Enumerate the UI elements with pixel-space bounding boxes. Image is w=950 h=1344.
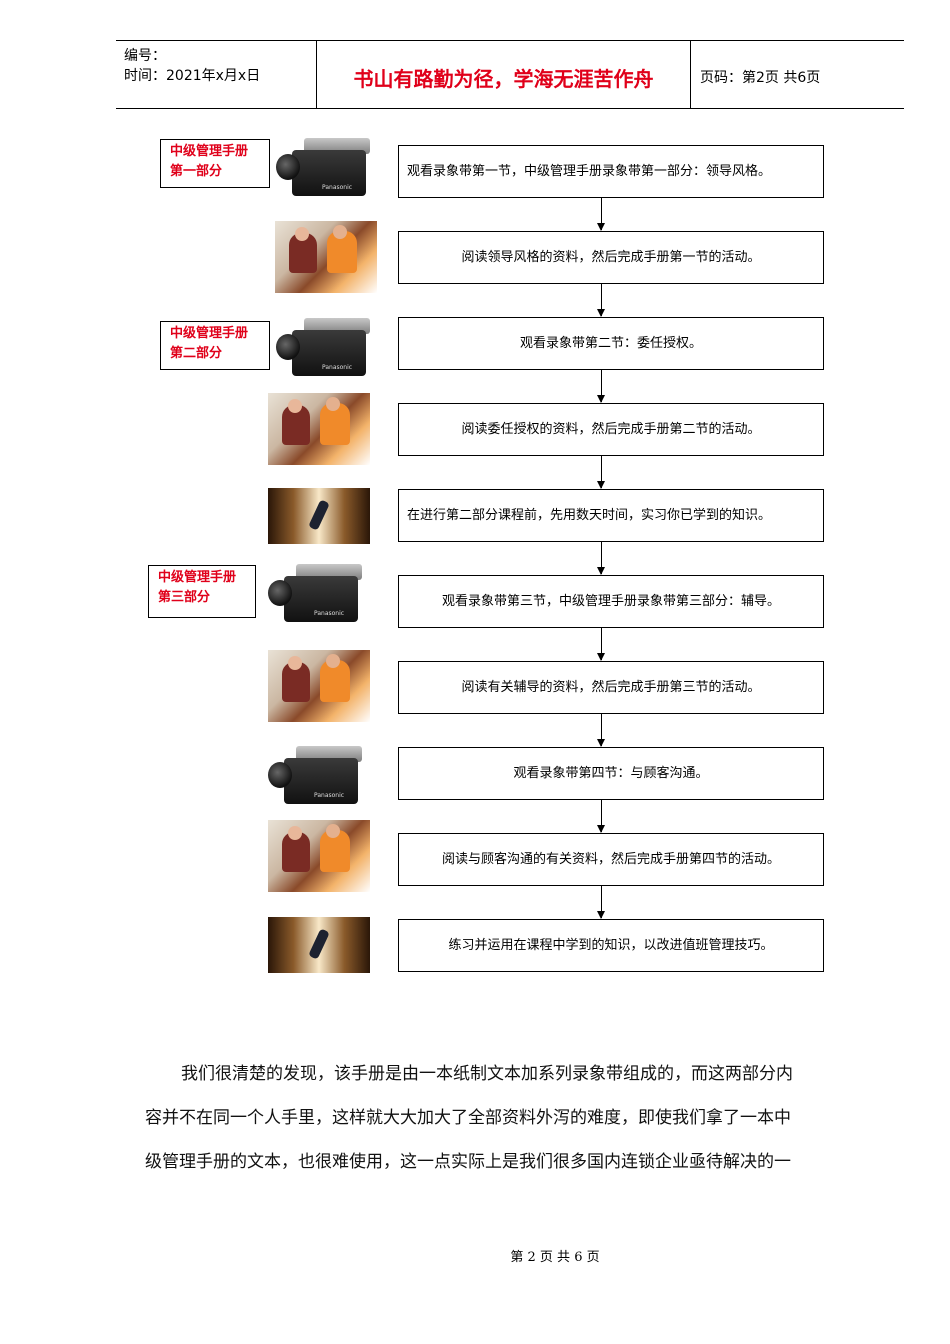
- step-text: 阅读领导风格的资料，然后完成手册第一节的活动。: [407, 246, 815, 265]
- flow-arrow: [601, 370, 602, 402]
- motto: 书山有路勤为径，学海无涯苦作舟: [317, 63, 690, 92]
- camcorder-image: Panasonic: [266, 562, 370, 626]
- flow-step-8: 观看录象带第四节：与顾客沟通。: [398, 747, 824, 800]
- flow-step-7: 阅读有关辅导的资料，然后完成手册第三节的活动。: [398, 661, 824, 714]
- paragraph-line-3: 级管理手册的文本，也很难使用，这一点实际上是我们很多国内连锁企业亟待解决的一: [145, 1140, 875, 1184]
- part-label-1: 中级管理手册 第一部分: [160, 139, 270, 188]
- page-footer: 第 2 页 共 6 页: [0, 1246, 950, 1265]
- flow-step-1: 观看录象带第一节，中级管理手册录象带第一部分：领导风格。: [398, 145, 824, 198]
- flow-arrow: [601, 800, 602, 832]
- flow-step-9: 阅读与顾客沟通的有关资料，然后完成手册第四节的活动。: [398, 833, 824, 886]
- part-label-line2: 第三部分: [158, 588, 246, 608]
- flow-arrow: [601, 198, 602, 230]
- flow-arrow: [601, 456, 602, 488]
- header-meta-cell: 编号： 时间：2021年x月x日: [116, 41, 316, 108]
- part-label-2: 中级管理手册 第二部分: [160, 321, 270, 370]
- reading-photo: [268, 393, 370, 465]
- step-text: 阅读委任授权的资料，然后完成手册第二节的活动。: [407, 418, 815, 437]
- page-number-label: 页码：第2页 共6页: [700, 67, 820, 87]
- part-label-line1: 中级管理手册: [170, 324, 260, 344]
- flow-step-6: 观看录象带第三节，中级管理手册录象带第三部分：辅导。: [398, 575, 824, 628]
- reading-photo: [268, 820, 370, 892]
- header-motto-cell: 书山有路勤为径，学海无涯苦作舟: [316, 41, 691, 108]
- part-label-line2: 第一部分: [170, 162, 260, 182]
- flow-arrow: [601, 284, 602, 316]
- flow-arrow: [601, 628, 602, 660]
- header-page-cell: 页码：第2页 共6页: [690, 41, 904, 108]
- part-label-line2: 第二部分: [170, 344, 260, 364]
- step-text: 在进行第二部分课程前，先用数天时间，实习你已学到的知识。: [407, 504, 815, 523]
- step-text: 观看录象带第三节，中级管理手册录象带第三部分：辅导。: [407, 590, 815, 609]
- camcorder-image: Panasonic: [274, 136, 378, 200]
- camcorder-image: Panasonic: [274, 316, 378, 380]
- step-text: 观看录象带第二节：委任授权。: [407, 332, 815, 351]
- flow-step-10: 练习并运用在课程中学到的知识，以改进值班管理技巧。: [398, 919, 824, 972]
- flow-step-2: 阅读领导风格的资料，然后完成手册第一节的活动。: [398, 231, 824, 284]
- step-text: 观看录象带第四节：与顾客沟通。: [407, 762, 815, 781]
- camera-brand: Panasonic: [322, 364, 352, 371]
- step-text: 阅读有关辅导的资料，然后完成手册第三节的活动。: [407, 676, 815, 695]
- step-text: 观看录象带第一节，中级管理手册录象带第一部分：领导风格。: [407, 160, 815, 179]
- flow-step-3: 观看录象带第二节：委任授权。: [398, 317, 824, 370]
- flow-arrow: [601, 542, 602, 574]
- time-label: 时间：2021年x月x日: [124, 65, 260, 85]
- reading-photo: [268, 650, 370, 722]
- flow-step-5: 在进行第二部分课程前，先用数天时间，实习你已学到的知识。: [398, 489, 824, 542]
- step-text: 练习并运用在课程中学到的知识，以改进值班管理技巧。: [407, 934, 815, 953]
- page-header: 编号： 时间：2021年x月x日 书山有路勤为径，学海无涯苦作舟 页码：第2页 …: [116, 40, 904, 109]
- body-paragraph: 我们很清楚的发现，该手册是由一本纸制文本加系列录象带组成的，而这两部分内 容并不…: [145, 1052, 875, 1184]
- flow-step-4: 阅读委任授权的资料，然后完成手册第二节的活动。: [398, 403, 824, 456]
- camera-brand: Panasonic: [314, 792, 344, 799]
- camera-brand: Panasonic: [322, 184, 352, 191]
- camera-brand: Panasonic: [314, 610, 344, 617]
- practice-image: [268, 917, 370, 973]
- reading-photo: [275, 221, 377, 293]
- number-label: 编号：: [124, 45, 166, 65]
- part-label-3: 中级管理手册 第三部分: [148, 565, 256, 618]
- step-text: 阅读与顾客沟通的有关资料，然后完成手册第四节的活动。: [407, 848, 815, 867]
- flow-arrow: [601, 714, 602, 746]
- flow-arrow: [601, 886, 602, 918]
- paragraph-line-2: 容并不在同一个人手里，这样就大大加大了全部资料外泻的难度，即使我们拿了一本中: [145, 1096, 875, 1140]
- camcorder-image: Panasonic: [266, 744, 370, 808]
- practice-image: [268, 488, 370, 544]
- part-label-line1: 中级管理手册: [170, 142, 260, 162]
- paragraph-line-1: 我们很清楚的发现，该手册是由一本纸制文本加系列录象带组成的，而这两部分内: [145, 1052, 875, 1096]
- part-label-line1: 中级管理手册: [158, 568, 246, 588]
